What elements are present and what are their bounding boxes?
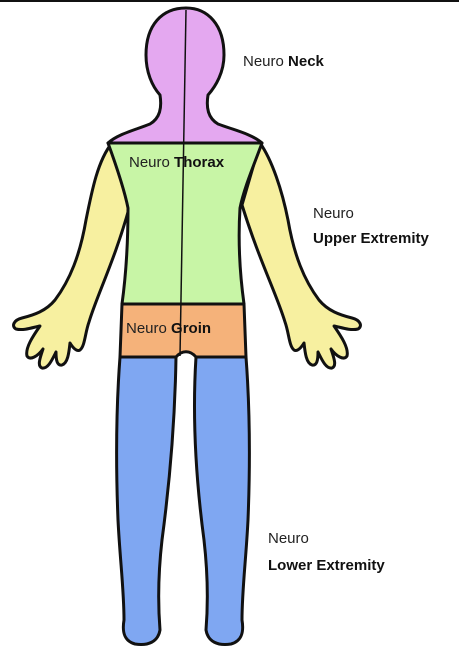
- label-lower-extremity-prefix: Neuro: [268, 528, 385, 549]
- region-right-arm[interactable]: [242, 143, 360, 368]
- label-neck-prefix: Neuro: [243, 53, 284, 70]
- label-groin-name: Groin: [171, 320, 211, 337]
- label-upper-extremity: Neuro Upper Extremity: [313, 203, 429, 249]
- label-upper-extremity-prefix: Neuro: [313, 203, 429, 224]
- label-lower-extremity-name: Lower Extremity: [268, 555, 385, 576]
- label-upper-extremity-name: Upper Extremity: [313, 228, 429, 249]
- label-thorax-prefix: Neuro: [129, 154, 170, 171]
- region-left-arm[interactable]: [14, 143, 130, 368]
- region-right-leg[interactable]: [194, 357, 249, 644]
- label-lower-extremity: Neuro Lower Extremity: [268, 528, 385, 576]
- region-left-leg[interactable]: [117, 357, 176, 644]
- label-thorax-name: Thorax: [174, 154, 224, 171]
- label-groin-prefix: Neuro: [126, 320, 167, 337]
- label-groin: Neuro Groin: [126, 318, 211, 339]
- label-thorax: Neuro Thorax: [129, 152, 224, 173]
- label-neck: Neuro Neck: [243, 51, 324, 72]
- label-neck-name: Neck: [288, 53, 324, 70]
